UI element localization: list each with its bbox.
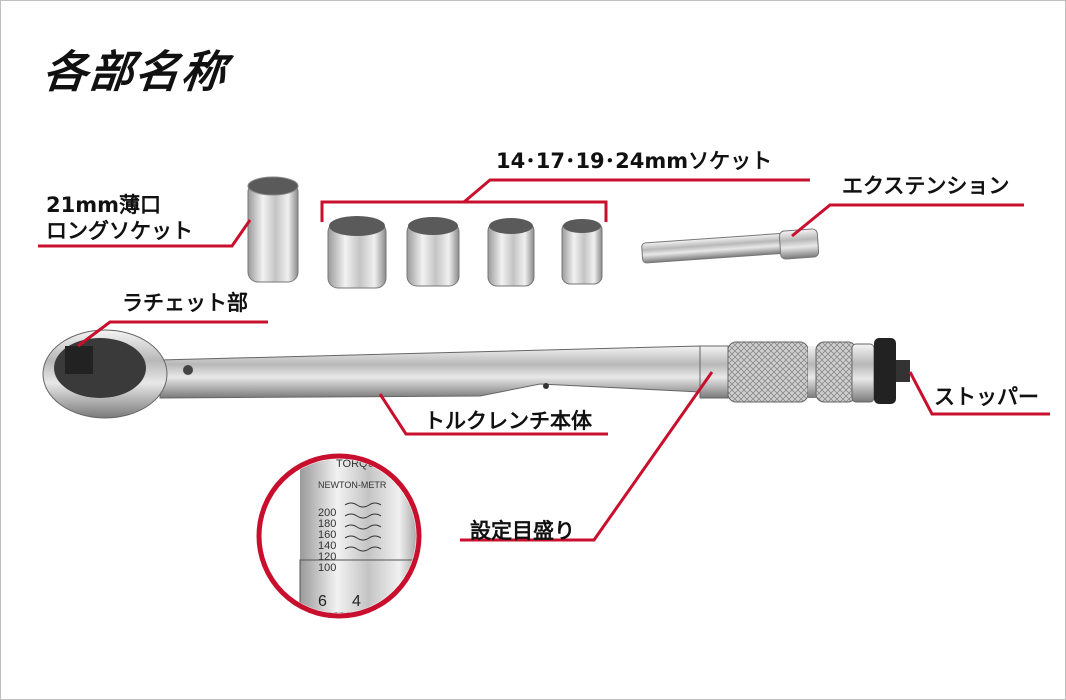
extension-bar (641, 228, 820, 264)
label-body: トルクレンチ本体 (424, 409, 592, 433)
scale-closeup: TORQUES NEWTON-METR 200 180 160 140 120 … (256, 453, 422, 619)
scale-header-2: NEWTON-METR (318, 480, 387, 490)
socket-24mm (327, 216, 387, 289)
dial-number: 6 (318, 593, 327, 610)
extension-leader (791, 203, 1024, 238)
label-long-socket-2: ロングソケット (46, 219, 193, 243)
dial-number: 4 (352, 593, 361, 610)
label-long-socket-1: 21mm薄口 (46, 193, 161, 217)
label-scale: 設定目盛り (470, 519, 575, 543)
body-leader (378, 393, 608, 436)
ratchet-leader (77, 320, 268, 348)
leader-lines (38, 178, 1050, 542)
socket-17mm (487, 218, 535, 287)
scale-value: 200 (318, 507, 336, 519)
long-socket-leader (38, 219, 252, 248)
torque-wrench (42, 329, 910, 419)
socket-14mm (561, 219, 603, 285)
stopper-leader (908, 371, 1050, 416)
label-extension: エクステンション (842, 174, 1010, 198)
label-ratchet: ラチェット部 (122, 291, 248, 315)
socket-19mm (406, 217, 460, 287)
label-stopper: ストッパー (934, 385, 1039, 409)
scale-value: 140 (318, 540, 336, 552)
scale-value: 160 (318, 529, 336, 541)
label-socket-set: 14･17･19･24mmソケット (496, 149, 773, 173)
scale-leader (460, 371, 714, 542)
scale-header-1: TORQUES (336, 458, 390, 470)
scale-value: 100 (318, 562, 336, 574)
socket-leader (463, 178, 810, 204)
scale-value: 120 (318, 551, 336, 563)
scale-value: 180 (318, 518, 336, 530)
long-socket (247, 176, 299, 283)
